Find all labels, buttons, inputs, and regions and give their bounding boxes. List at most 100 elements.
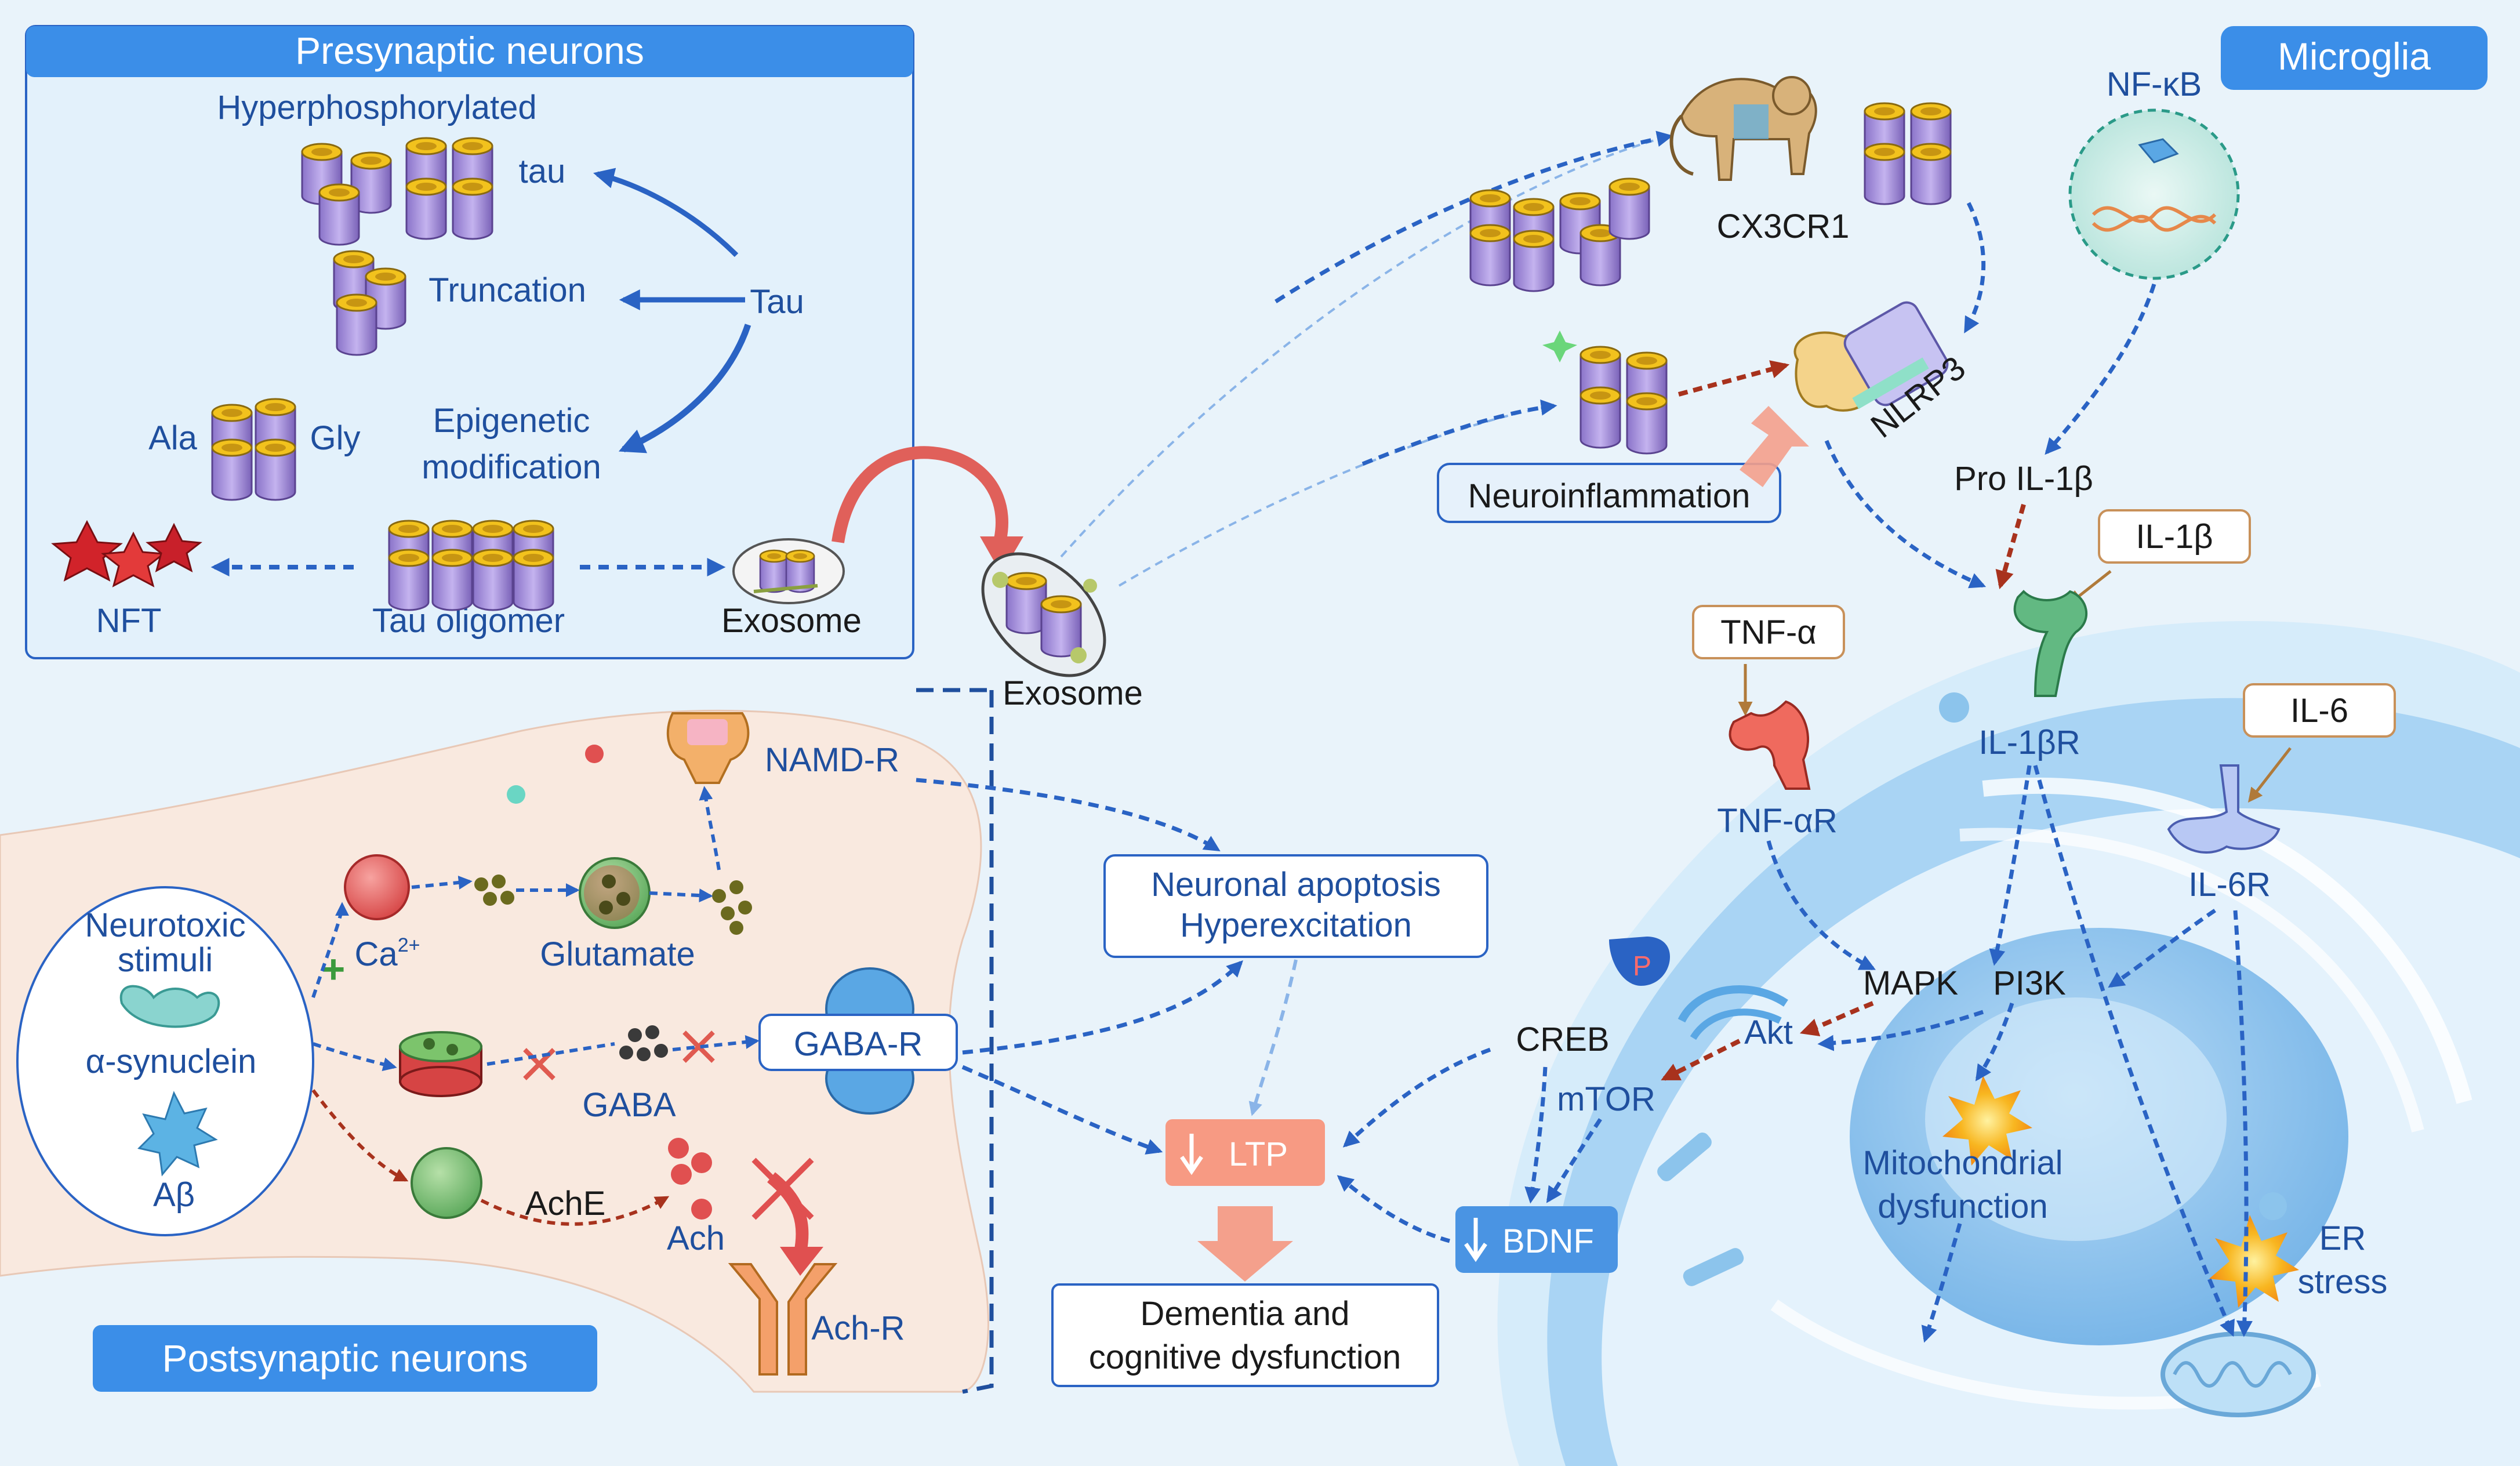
label-il1br: IL-1βR (1978, 724, 2080, 761)
er-burst-icon (2209, 1215, 2299, 1308)
label-p: P (1633, 951, 1651, 982)
gaba-vesicle-icon (399, 1031, 482, 1097)
label-nft: NFT (96, 602, 162, 640)
label-apoptosis-1: Neuronal apoptosis (1151, 866, 1441, 903)
tnfa-box (1692, 605, 1845, 659)
label-il6: IL-6 (2290, 692, 2348, 730)
label-tau: Tau (750, 283, 804, 321)
il1br-icon (2013, 590, 2087, 697)
label-modification: modification (422, 448, 601, 486)
label-ache: AchE (525, 1185, 606, 1222)
label-il1b: IL-1β (2136, 518, 2213, 556)
arrow-cx3cr1-nlrp3 (1963, 202, 1986, 333)
arrow-bdnf-ltp (1337, 1175, 1450, 1243)
arrow-tau-hyperphos (593, 168, 739, 257)
label-tnfar: TNF-αR (1717, 802, 1837, 840)
label-ach: Ach (667, 1220, 725, 1257)
arrow-exosome-release (831, 446, 1008, 543)
arrow-nfkb-proil1b (2045, 283, 2156, 455)
ach-molecules-icon (668, 1138, 712, 1220)
microglia-title: Microglia (2278, 35, 2431, 78)
label-apoptosis-2: Hyperexcitation (1180, 906, 1412, 944)
label-mapk: MAPK (1863, 964, 1959, 1002)
nlrp3-icon (1793, 301, 1949, 412)
synuclein-icon (119, 985, 220, 1028)
label-abeta: Aβ (153, 1176, 195, 1214)
cx3cr1-tau-icon (1864, 102, 1952, 205)
label-neurotoxic-1: Neurotoxic (85, 906, 245, 944)
arrow-creb-ltp (1342, 1047, 1491, 1148)
mito-burst-icon (1942, 1076, 2032, 1166)
arrow-il1br-mito (2033, 765, 2235, 1337)
tnfar-icon (1729, 700, 1811, 790)
ltp-box (1165, 1119, 1325, 1186)
arrow-creb-bdnf (1524, 1066, 1548, 1204)
label-neuroinflammation: Neuroinflammation (1468, 477, 1751, 515)
arrow-pi3k-akt (1817, 1010, 1984, 1051)
label-ala: Ala (148, 419, 198, 457)
postsynaptic-title: Postsynaptic neurons (162, 1337, 528, 1380)
arrow-il1br-pi3k (1989, 765, 2032, 966)
gaba-molecules-icon (619, 1025, 668, 1061)
label-mito-2: dysfunction (1878, 1188, 2047, 1225)
label-pi3k: PI3K (1993, 964, 2066, 1002)
label-gaba: GABA (582, 1086, 676, 1124)
il6r-icon (2167, 764, 2281, 854)
arrow-akt-mtor (1661, 1039, 1741, 1081)
label-exosome-mid: Exosome (1003, 674, 1143, 712)
dementia-box (1051, 1283, 1439, 1387)
label-mtor: mTOR (1557, 1080, 1655, 1118)
label-glutamate: Glutamate (540, 935, 695, 973)
phosphate-icon: P (1609, 937, 1670, 986)
label-ca: Ca2+ (355, 934, 420, 973)
bdnf-down-icon (1464, 1218, 1487, 1262)
label-dementia-1: Dementia and (1140, 1295, 1349, 1333)
label-gly: Gly (310, 419, 361, 457)
nfkb-icon (2068, 108, 2240, 280)
bdnf-box (1455, 1206, 1618, 1273)
nlrp3-tau-icon (1542, 331, 1668, 455)
label-pro-il1b: Pro IL-1β (1954, 460, 2093, 498)
glutamate-molecules-icon (474, 874, 752, 935)
label-achr: Ach-R (811, 1309, 905, 1347)
ltp-down-icon (1180, 1134, 1203, 1175)
label-er-2: stress (2298, 1263, 2388, 1301)
label-neurotoxic-2: stimuli (118, 941, 213, 979)
apoptosis-box (1103, 854, 1488, 958)
microglia-header (2221, 26, 2488, 90)
arrow-to-cx3cr1 (1274, 130, 1673, 303)
il1b-box (2098, 509, 2251, 564)
label-creb: CREB (1516, 1021, 1609, 1058)
label-akt: Akt (1744, 1014, 1793, 1051)
arrow-tau-nlrp3 (1677, 360, 1790, 397)
postsynaptic-header (93, 1325, 597, 1392)
label-nfkb: NF-κB (2107, 66, 2202, 103)
arrow-proil1b-il1br (1995, 503, 2026, 590)
mitochondrion (2160, 1331, 2316, 1417)
nft-icon (51, 520, 202, 587)
label-epigenetic: Epigenetic (433, 402, 590, 440)
arrow-il6r-pi3k (2108, 909, 2216, 988)
arrow-apoptosis-ltp (1248, 959, 1298, 1116)
tau-oligomer-icon (388, 520, 554, 611)
arrow-pi3k-mito (1975, 1002, 2014, 1082)
gabar-box (758, 1014, 958, 1071)
arrow-tau-epigenetic (618, 324, 751, 453)
nmda-receptor-icon (666, 712, 750, 784)
ach-receptor-icon (728, 1157, 838, 1376)
arrow-nmda-apoptosis (916, 778, 1221, 851)
il6-box (2243, 683, 2396, 738)
label-hyperphosphorylated: Hyperphosphorylated (217, 89, 536, 126)
label-ltp: LTP (1229, 1135, 1288, 1173)
exosome-mid-icon (981, 552, 1106, 677)
calcium-vesicle-icon (344, 854, 410, 920)
arrow-to-nlrp3-tau (1361, 399, 1557, 466)
abeta-icon (137, 1091, 218, 1177)
ach-vesicle-icon (411, 1147, 482, 1219)
label-synuclein: α-synuclein (86, 1043, 257, 1080)
label-tnfa: TNF-α (1720, 614, 1817, 651)
presynaptic-title: Presynaptic neurons (295, 29, 644, 72)
neurotoxic-stimuli-panel (16, 886, 314, 1236)
presynaptic-panel: Presynaptic neurons Hyperphosphorylated … (25, 25, 914, 659)
microglia-tau-cluster (1469, 177, 1650, 292)
